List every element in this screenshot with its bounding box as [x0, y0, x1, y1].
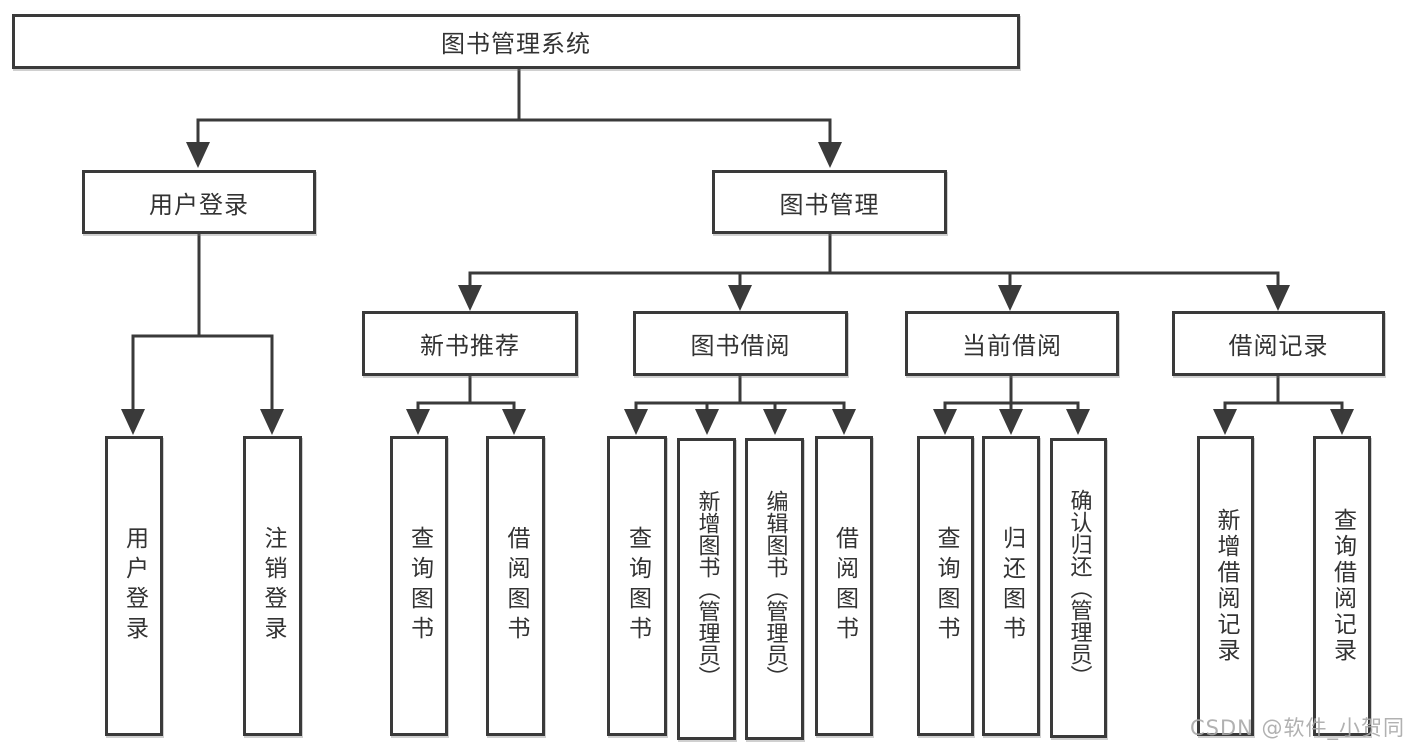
leaf-bb-add-books-admin: 新增图书（管理员） — [677, 438, 736, 740]
leaf-bb-borrow-books: 借阅图书 — [815, 436, 873, 736]
leaf-bb-edit-books-admin: 编辑图书（管理员） — [745, 438, 804, 740]
node-book-borrow: 图书借阅 — [633, 311, 848, 376]
leaf-br-add-record: 新增借阅记录 — [1197, 436, 1254, 736]
csdn-watermark: CSDN @软件_小贺同学 — [1190, 716, 1405, 740]
node-current-borrow: 当前借阅 — [905, 311, 1119, 376]
leaf-cb-confirm-return-admin: 确认归还（管理员） — [1050, 438, 1107, 738]
leaf-user-login: 用户登录 — [105, 436, 163, 736]
node-root-system: 图书管理系统 — [12, 14, 1020, 69]
leaf-cb-return-books: 归还图书 — [982, 436, 1040, 736]
leaf-cb-query-books: 查询图书 — [917, 436, 974, 736]
leaf-nbr-borrow-books: 借阅图书 — [486, 436, 545, 736]
leaf-logout-login: 注销登录 — [243, 436, 302, 736]
node-user-login-branch: 用户登录 — [82, 170, 316, 234]
node-new-book-recommend: 新书推荐 — [362, 311, 578, 376]
leaf-nbr-query-books: 查询图书 — [390, 436, 448, 736]
leaf-br-query-record: 查询借阅记录 — [1313, 436, 1371, 736]
leaf-bb-query-books: 查询图书 — [607, 436, 667, 736]
node-book-management-branch: 图书管理 — [712, 170, 947, 234]
node-borrow-records: 借阅记录 — [1172, 311, 1385, 376]
